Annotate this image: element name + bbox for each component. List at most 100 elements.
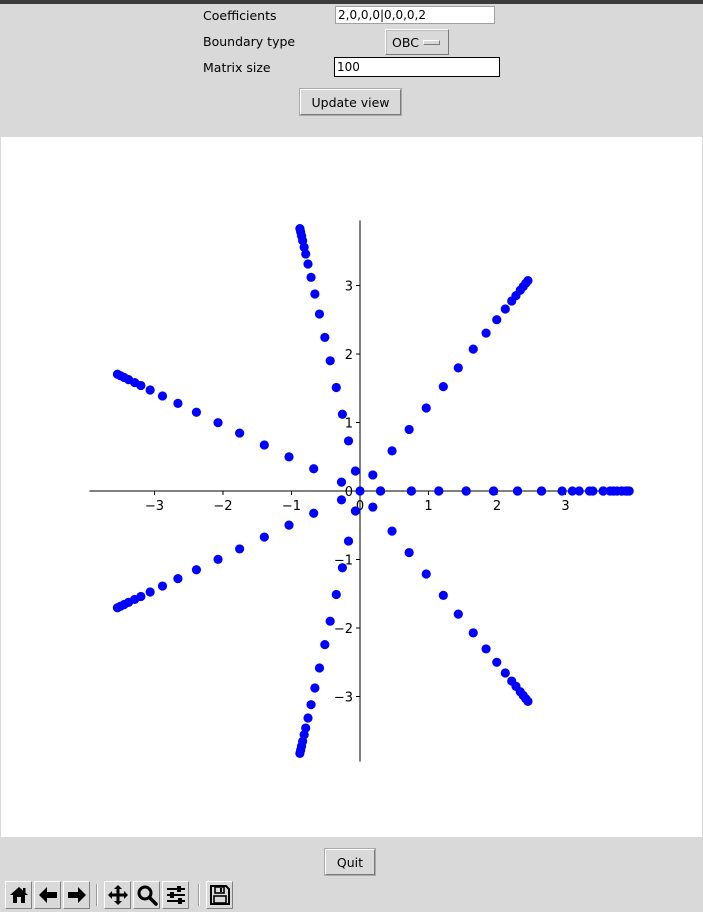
data-point (481, 644, 491, 654)
data-point (259, 532, 269, 542)
data-point (191, 407, 202, 417)
y-tick-label: 2 (345, 348, 353, 363)
data-point (331, 382, 341, 393)
configure-subplots-icon[interactable] (162, 881, 189, 909)
boundary-type-label: Boundary type (203, 34, 296, 49)
boundary-type-value: OBC (392, 35, 419, 50)
data-point (453, 363, 463, 373)
data-point (598, 486, 608, 496)
back-icon[interactable] (34, 881, 61, 909)
data-point (145, 587, 155, 597)
data-point (557, 486, 567, 496)
data-point (488, 486, 499, 496)
data-point (387, 526, 397, 536)
data-point (492, 657, 502, 667)
data-point (235, 544, 245, 554)
y-tick-label: −2 (334, 622, 353, 637)
coefficients-input[interactable] (335, 6, 495, 24)
data-point (336, 477, 347, 487)
data-point (567, 486, 577, 496)
data-point (284, 452, 294, 462)
data-point (309, 508, 319, 518)
data-point (481, 328, 491, 338)
quit-button[interactable]: Quit (324, 848, 376, 876)
data-point (325, 616, 335, 626)
save-icon[interactable] (206, 881, 233, 909)
data-point (500, 668, 510, 678)
x-tick-label: −2 (213, 499, 232, 514)
data-point (259, 440, 269, 450)
data-point (574, 486, 584, 496)
data-point (368, 470, 378, 480)
y-tick-label: 0 (345, 485, 353, 500)
data-point (306, 272, 316, 282)
matrix-size-label: Matrix size (203, 60, 271, 75)
data-point (438, 590, 448, 600)
navigation-toolbar (0, 878, 703, 912)
data-point (453, 609, 463, 619)
y-tick-label: −3 (334, 691, 353, 706)
x-tick-label: −3 (145, 499, 164, 514)
data-point (314, 663, 325, 673)
data-point (336, 495, 347, 505)
data-point (584, 486, 595, 496)
data-point (387, 446, 397, 456)
data-point (310, 683, 320, 693)
data-point (355, 486, 365, 496)
data-point (325, 356, 335, 366)
data-point (337, 563, 348, 573)
data-point (512, 486, 523, 496)
data-point (406, 486, 416, 496)
data-point (284, 520, 294, 530)
data-point (309, 464, 319, 474)
y-tick-label: 1 (345, 417, 353, 432)
coefficients-label: Coefficients (203, 8, 277, 23)
pan-icon[interactable] (104, 881, 131, 909)
data-point (343, 436, 354, 446)
x-tick-label: 2 (493, 499, 501, 514)
matrix-size-input[interactable] (334, 57, 500, 77)
data-point (350, 466, 361, 476)
data-point (310, 289, 320, 299)
toolbar-separator (198, 884, 200, 906)
toolbar-separator (96, 884, 98, 906)
zoom-icon[interactable] (133, 881, 160, 909)
data-point (145, 385, 155, 395)
y-tick-label: 3 (345, 280, 353, 295)
data-point (295, 223, 305, 234)
data-point (303, 713, 313, 723)
data-point (343, 536, 354, 546)
data-point (492, 315, 502, 325)
home-icon[interactable] (5, 881, 32, 909)
data-point (173, 574, 183, 584)
parameter-form: Coefficients Boundary type OBC Matrix si… (0, 4, 703, 136)
data-point (331, 589, 341, 600)
data-point (303, 259, 313, 269)
boundary-type-menu[interactable]: OBC (385, 29, 449, 55)
data-point (213, 554, 223, 564)
y-tick-label: −1 (334, 554, 353, 569)
data-point (320, 639, 330, 650)
forward-icon[interactable] (63, 881, 90, 909)
data-point (213, 418, 223, 428)
x-tick-label: 1 (424, 499, 432, 514)
data-point (314, 309, 325, 319)
data-point (523, 696, 533, 706)
data-point (295, 748, 305, 759)
x-tick-label: 3 (561, 499, 569, 514)
data-point (112, 369, 123, 379)
data-point (112, 603, 123, 613)
data-point (306, 700, 316, 710)
data-point (173, 398, 183, 408)
update-view-button[interactable]: Update view (299, 88, 402, 116)
data-point (461, 486, 471, 496)
window-top-strip (0, 0, 703, 4)
data-point (350, 506, 361, 516)
data-point (375, 486, 386, 496)
data-point (157, 391, 168, 401)
data-point (438, 382, 448, 392)
eigenvalue-points (112, 223, 634, 759)
